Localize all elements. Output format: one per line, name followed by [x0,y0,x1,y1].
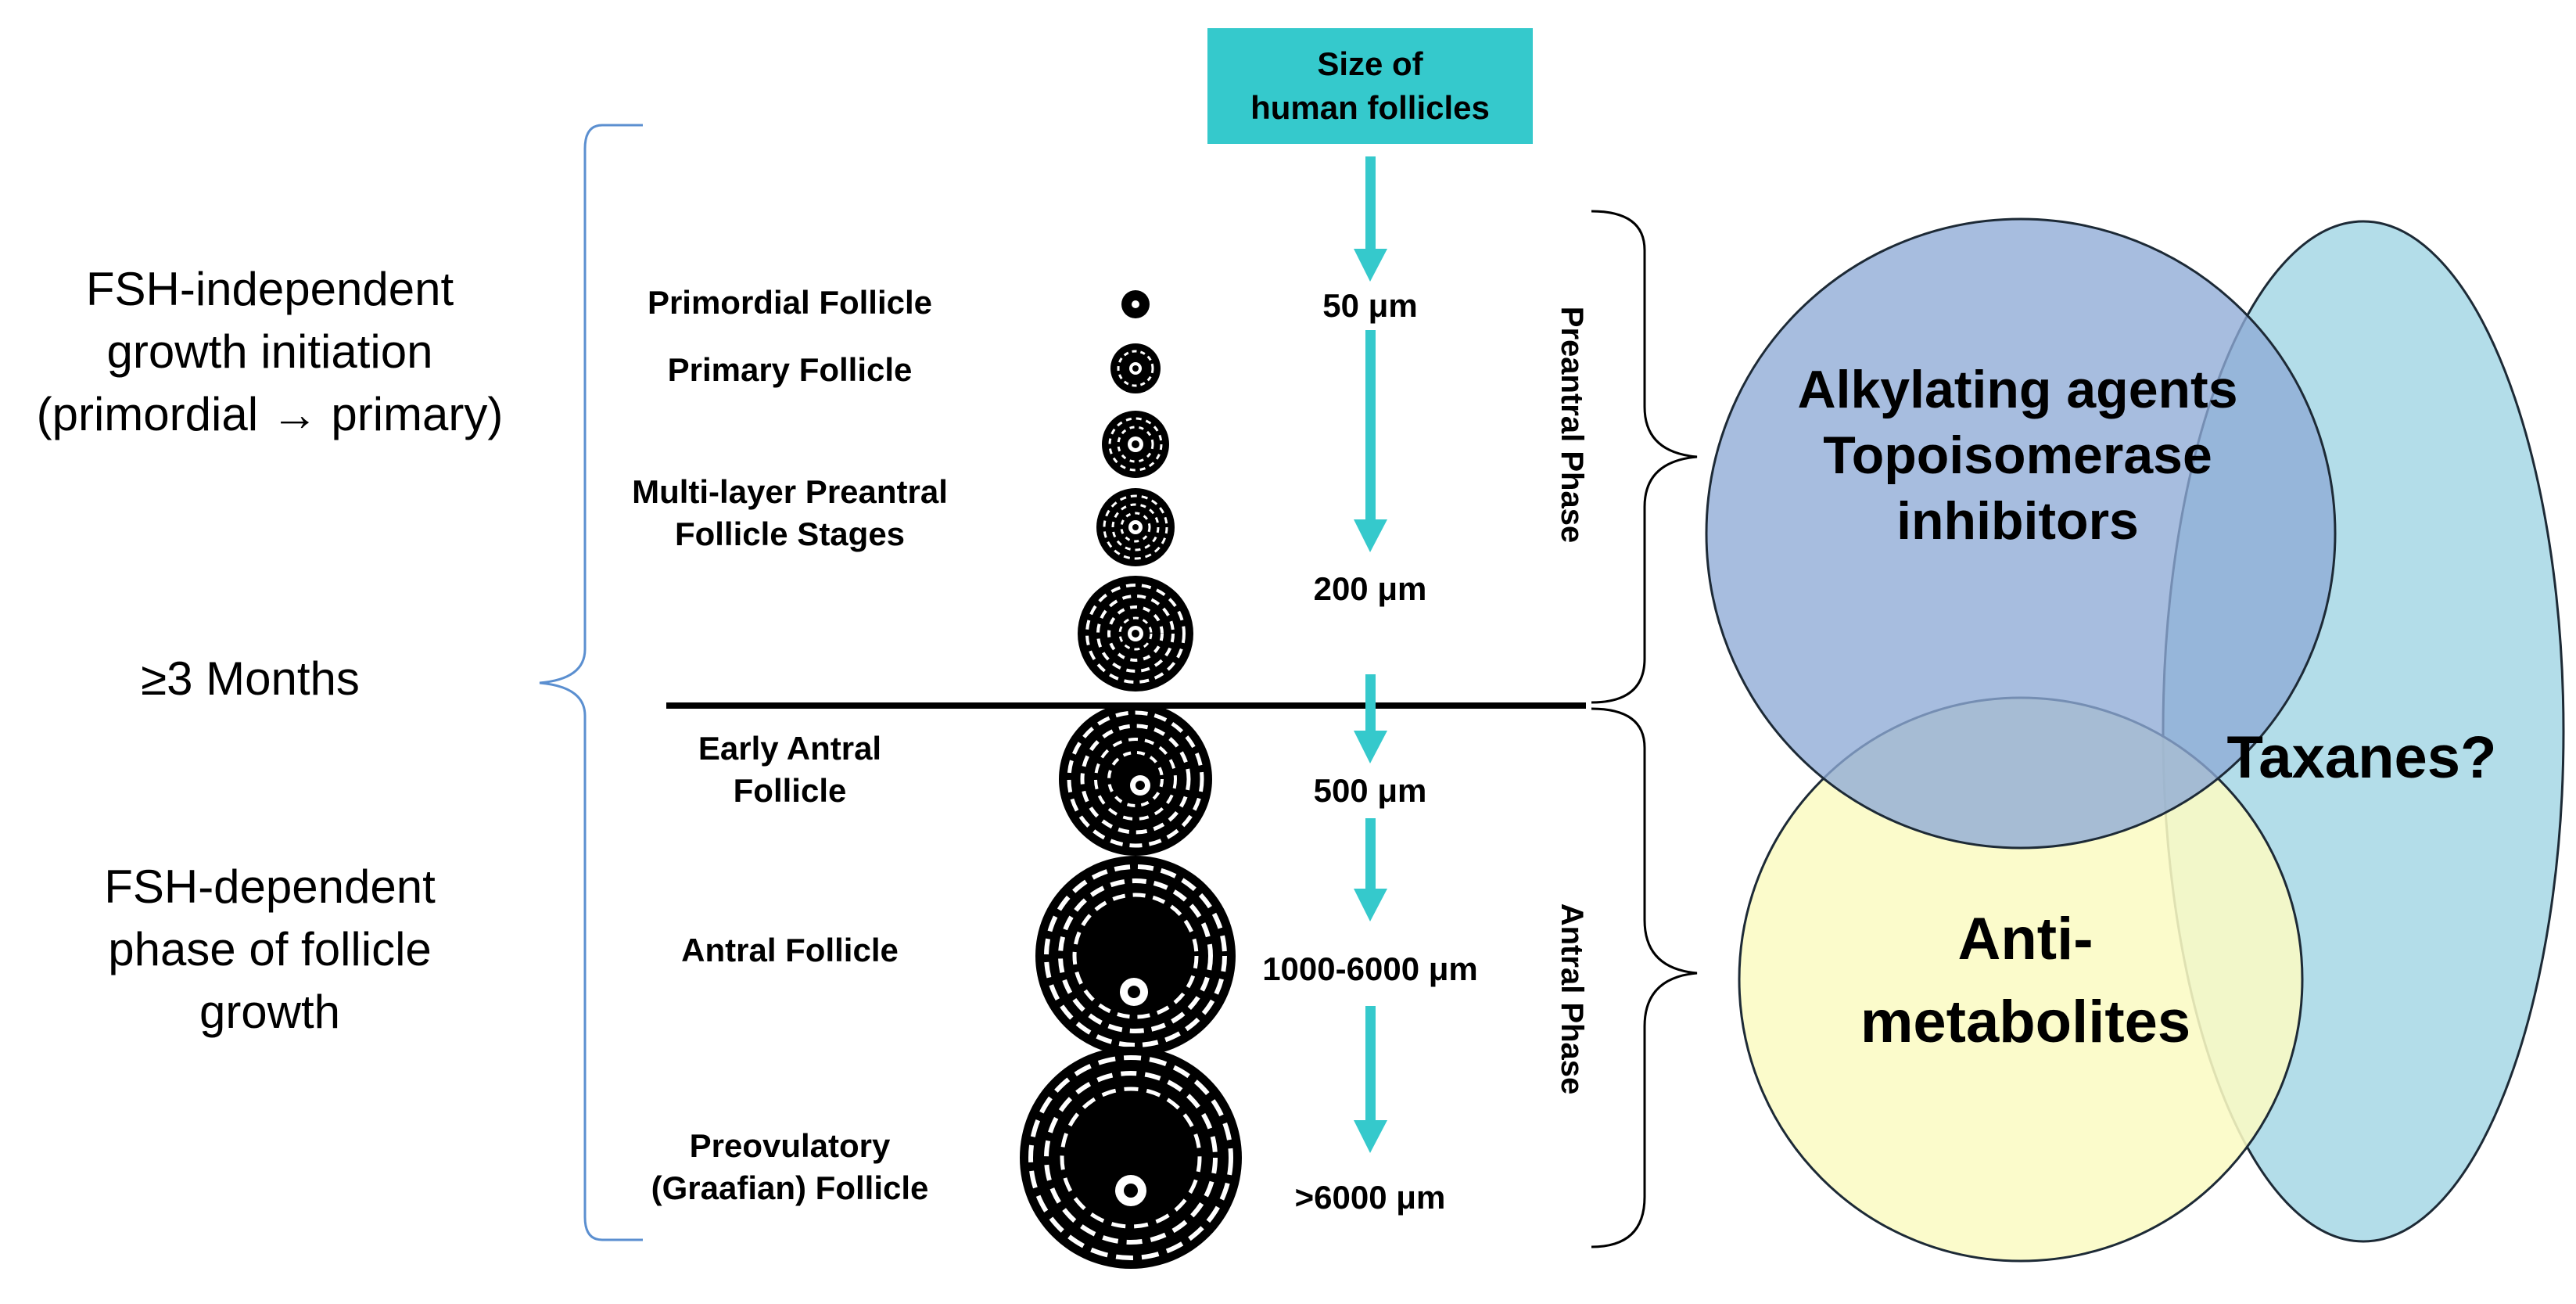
antral-brace [1591,707,1698,1248]
primordial-follicle-drawing [1121,290,1150,318]
stage-label-antral-text: Antral Follicle [681,932,899,968]
stage-label-preovulatory: Preovulatory (Graafian) Follicle [594,1125,985,1209]
fsh-dependent-line-2: phase of follicle [108,923,432,975]
fsh-independent-line-1: FSH-independent [85,263,454,315]
fsh-dependent-line-3: growth [199,986,341,1038]
preantral-phase-label: Preantral Phase [1555,306,1589,544]
stage-label-early-antral: Early Antral Follicle [594,727,985,812]
stage-label-antral: Antral Follicle [594,929,985,972]
stage-label-multilayer: Multi-layer Preantral Follicle Stages [579,471,1001,555]
size-label-6000: >6000 μm [1294,1179,1446,1216]
size-header-line-2: human follicles [1250,89,1490,126]
size-header-line-1: Size of [1317,45,1423,82]
fsh-dependent-label: FSH-dependent phase of follicle growth [0,856,540,1044]
venn-diagram [1705,217,2565,1263]
stage-label-primordial: Primordial Follicle [594,282,985,324]
antral-phase-label: Antral Phase [1555,903,1589,1095]
left-brace [539,124,643,1241]
size-header-box: Size of human follicles [1207,28,1533,144]
stage-label-primary-text: Primary Follicle [667,351,913,388]
venn-blue-line-1: Alkylating agents [1797,360,2238,419]
arrow-5 [1354,1006,1387,1153]
early-antral-follicle-drawing [1059,702,1212,856]
multilayer-follicle-drawing-1 [1102,411,1169,478]
venn-yellow-line-2: metabolites [1860,989,2191,1055]
venn-yellow-line-1: Anti- [1957,906,2093,972]
preantral-brace [1591,210,1698,704]
stage-label-early-antral-line-1: Early Antral [698,730,882,767]
venn-yellow-label: Anti- metabolites [1767,898,2284,1064]
venn-blue-line-3: inhibitors [1896,491,2139,551]
arrow-1 [1354,156,1387,282]
venn-blue-circle [1705,217,2337,850]
size-label-500: 500 μm [1313,772,1427,809]
venn-blue-line-2: Topoisomerase [1823,426,2212,485]
stage-label-multilayer-line-1: Multi-layer Preantral [632,473,948,510]
stage-label-primary: Primary Follicle [594,349,985,391]
size-label-200: 200 μm [1313,570,1427,607]
stage-label-multilayer-line-2: Follicle Stages [674,515,906,552]
duration-text: 3 Months [167,652,360,705]
antral-follicle-drawing [1035,856,1236,1056]
greater-equal-symbol: ≥ [141,652,167,705]
multilayer-follicle-drawing-2 [1096,488,1175,566]
primary-follicle-drawing [1110,343,1161,393]
fsh-independent-line-3: (primordial → primary) [36,388,504,440]
venn-teal-label: Taxanes? [2226,724,2497,791]
arrow-2 [1354,330,1387,552]
arrow-3 [1354,674,1387,763]
arrow-4 [1354,818,1387,921]
venn-blue-label: Alkylating agents Topoisomerase inhibito… [1720,357,2315,554]
preovulatory-follicle-drawing [1020,1047,1242,1269]
fsh-dependent-line-1: FSH-dependent [104,860,436,913]
stage-label-preovulatory-line-1: Preovulatory [689,1127,891,1164]
stage-label-primordial-text: Primordial Follicle [647,284,933,321]
duration-label: ≥3 Months [117,648,383,710]
size-arrows [1354,156,1387,1153]
multilayer-follicle-drawing-3 [1078,576,1193,692]
stage-label-preovulatory-line-2: (Graafian) Follicle [651,1169,929,1206]
stage-label-early-antral-line-2: Follicle [733,772,847,809]
size-label-50: 50 μm [1322,287,1418,324]
follicle-drawings [1020,290,1242,1269]
size-label-1000-6000: 1000-6000 μm [1262,950,1478,987]
fsh-independent-label: FSH-independent growth initiation (primo… [0,258,540,446]
fsh-independent-line-2: growth initiation [106,325,433,378]
